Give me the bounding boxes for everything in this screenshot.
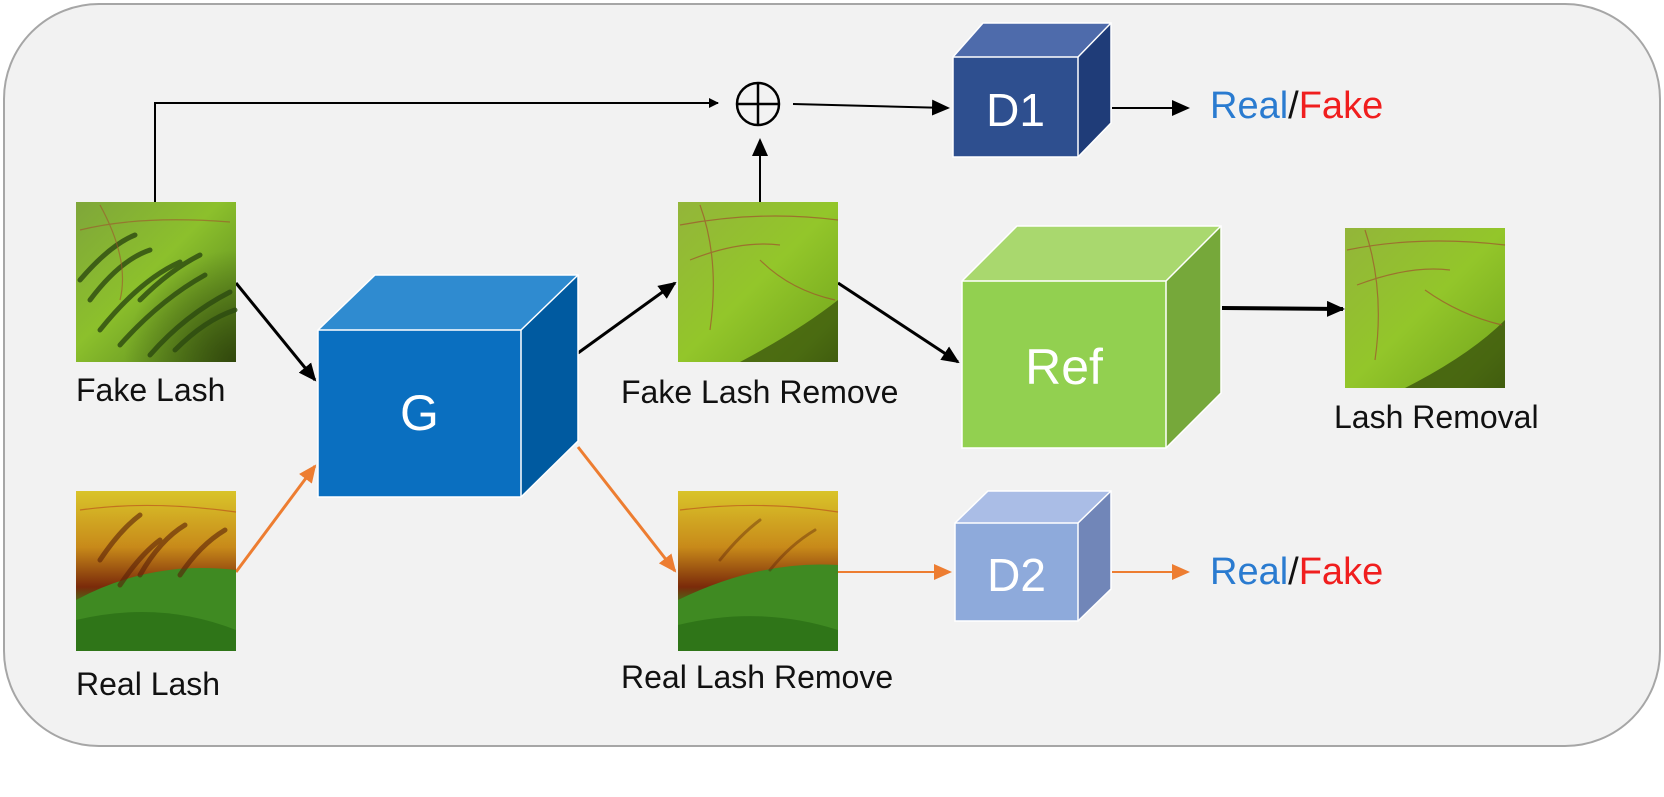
diagram-panel bbox=[3, 3, 1661, 747]
d2-output-fake: Fake bbox=[1298, 551, 1384, 593]
lash-removal-image bbox=[1345, 228, 1506, 388]
generator-block bbox=[317, 274, 579, 498]
d1-output-real: Real bbox=[1210, 85, 1289, 127]
real-lash-to-g-arrow bbox=[234, 464, 317, 573]
skip-connection-arrow bbox=[154, 98, 719, 202]
fake-lash-remove-label: Fake Lash Remove bbox=[621, 374, 899, 410]
d2-output-real: Real bbox=[1210, 551, 1289, 593]
ref-to-output-arrow bbox=[1221, 300, 1345, 317]
fake-lash-to-g-arrow bbox=[234, 282, 317, 382]
discriminator-1-block bbox=[952, 22, 1112, 158]
real-lash-remove-image bbox=[678, 491, 839, 651]
discriminator-1-label: D1 bbox=[986, 84, 1045, 136]
fake-remove-to-ref-arrow bbox=[837, 281, 960, 364]
refiner-label: Ref bbox=[1025, 339, 1103, 395]
g-to-fake-remove-arrow bbox=[577, 281, 677, 355]
fake-lash-image bbox=[76, 202, 238, 362]
lash-removal-label: Lash Removal bbox=[1334, 399, 1539, 435]
d1-output-text: Real/Fake bbox=[1210, 87, 1383, 125]
real-lash-image bbox=[76, 491, 237, 651]
combine-symbol bbox=[735, 81, 781, 127]
d2-output-text: Real/Fake bbox=[1210, 553, 1383, 591]
real-lash-label: Real Lash bbox=[76, 666, 221, 702]
fake-lash-remove-image bbox=[678, 202, 839, 362]
fake-lash-label: Fake Lash bbox=[76, 372, 226, 408]
discriminator-2-block bbox=[954, 490, 1112, 622]
real-lash-remove-label: Real Lash Remove bbox=[621, 659, 894, 695]
g-to-real-remove-arrow bbox=[576, 446, 677, 573]
discriminator-2-label: D2 bbox=[987, 549, 1046, 601]
generator-label: G bbox=[400, 385, 439, 441]
refiner-block bbox=[961, 225, 1222, 449]
combine-to-d1-arrow bbox=[792, 99, 950, 116]
d1-output-slash: / bbox=[1288, 85, 1299, 127]
d2-output-slash: / bbox=[1288, 551, 1299, 593]
d1-output-fake: Fake bbox=[1298, 85, 1384, 127]
